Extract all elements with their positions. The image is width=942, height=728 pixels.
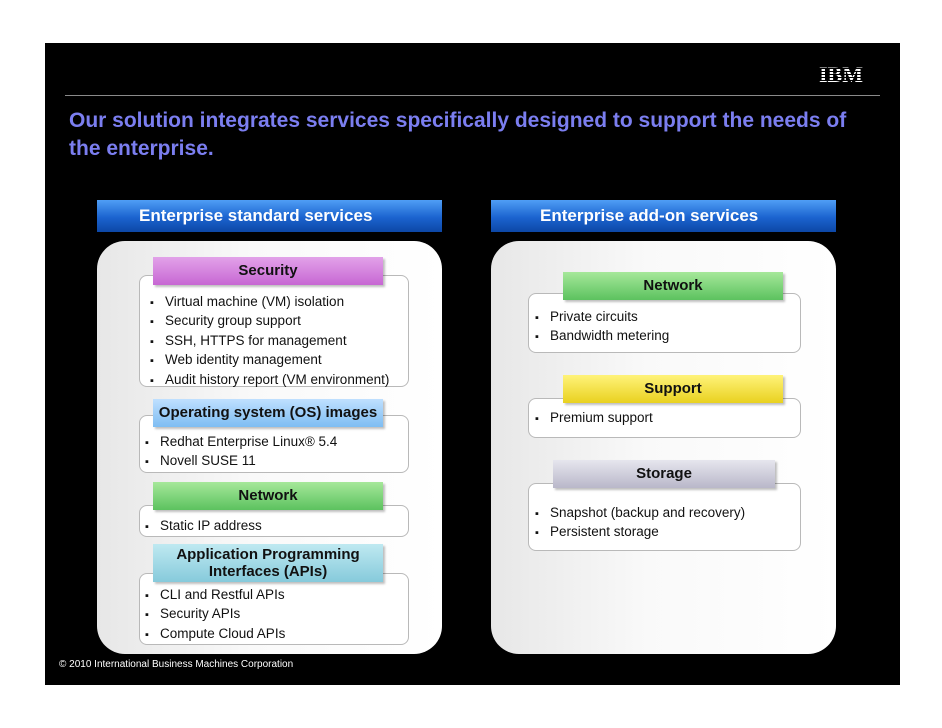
security-label: Security — [153, 257, 383, 285]
os-images-label: Operating system (OS) images — [153, 399, 383, 427]
list-item: Web identity management — [150, 351, 389, 370]
security-list: Virtual machine (VM) isolation Security … — [150, 293, 389, 390]
list-item: Redhat Enterprise Linux® 5.4 — [145, 433, 337, 452]
list-item: Private circuits — [535, 308, 669, 327]
list-item: Bandwidth metering — [535, 327, 669, 346]
standard-services-header: Enterprise standard services — [97, 200, 442, 232]
api-label-line1: Application Programming — [176, 546, 360, 563]
list-item: Snapshot (backup and recovery) — [535, 504, 745, 523]
support-list: Premium support — [535, 409, 653, 428]
list-item: Security APIs — [145, 605, 285, 624]
network-label: Network — [153, 482, 383, 510]
list-item: Persistent storage — [535, 523, 745, 542]
add-on-services-header-label: Enterprise add-on services — [540, 206, 759, 225]
slide: IBM Our solution integrates services spe… — [45, 43, 900, 685]
add-on-services-header: Enterprise add-on services — [491, 200, 836, 232]
copyright-footer: © 2010 International Business Machines C… — [59, 659, 294, 670]
api-list: CLI and Restful APIs Security APIs Compu… — [145, 586, 285, 644]
addon-network-label: Network — [563, 272, 783, 300]
list-item: Premium support — [535, 409, 653, 428]
ibm-logo: IBM — [819, 63, 863, 85]
list-item: Novell SUSE 11 — [145, 452, 337, 471]
list-item: CLI and Restful APIs — [145, 586, 285, 605]
standard-services-header-label: Enterprise standard services — [139, 206, 373, 225]
os-images-list: Redhat Enterprise Linux® 5.4 Novell SUSE… — [145, 433, 337, 472]
network-list: Static IP address — [145, 517, 262, 536]
list-item: Audit history report (VM environment) — [150, 371, 389, 390]
support-label: Support — [563, 375, 783, 403]
api-label: Application Programming Interfaces (APIs… — [153, 544, 383, 582]
storage-list: Snapshot (backup and recovery) Persisten… — [535, 504, 745, 543]
list-item: Security group support — [150, 312, 389, 331]
list-item: Compute Cloud APIs — [145, 625, 285, 644]
addon-network-list: Private circuits Bandwidth metering — [535, 308, 669, 347]
api-label-line2: Interfaces (APIs) — [208, 563, 328, 580]
list-item: SSH, HTTPS for management — [150, 332, 389, 351]
title-divider — [65, 95, 880, 96]
slide-title: Our solution integrates services specifi… — [69, 109, 847, 160]
ibm-logo-text: IBM — [819, 63, 863, 85]
list-item: Static IP address — [145, 517, 262, 536]
list-item: Virtual machine (VM) isolation — [150, 293, 389, 312]
storage-label: Storage — [553, 460, 775, 488]
